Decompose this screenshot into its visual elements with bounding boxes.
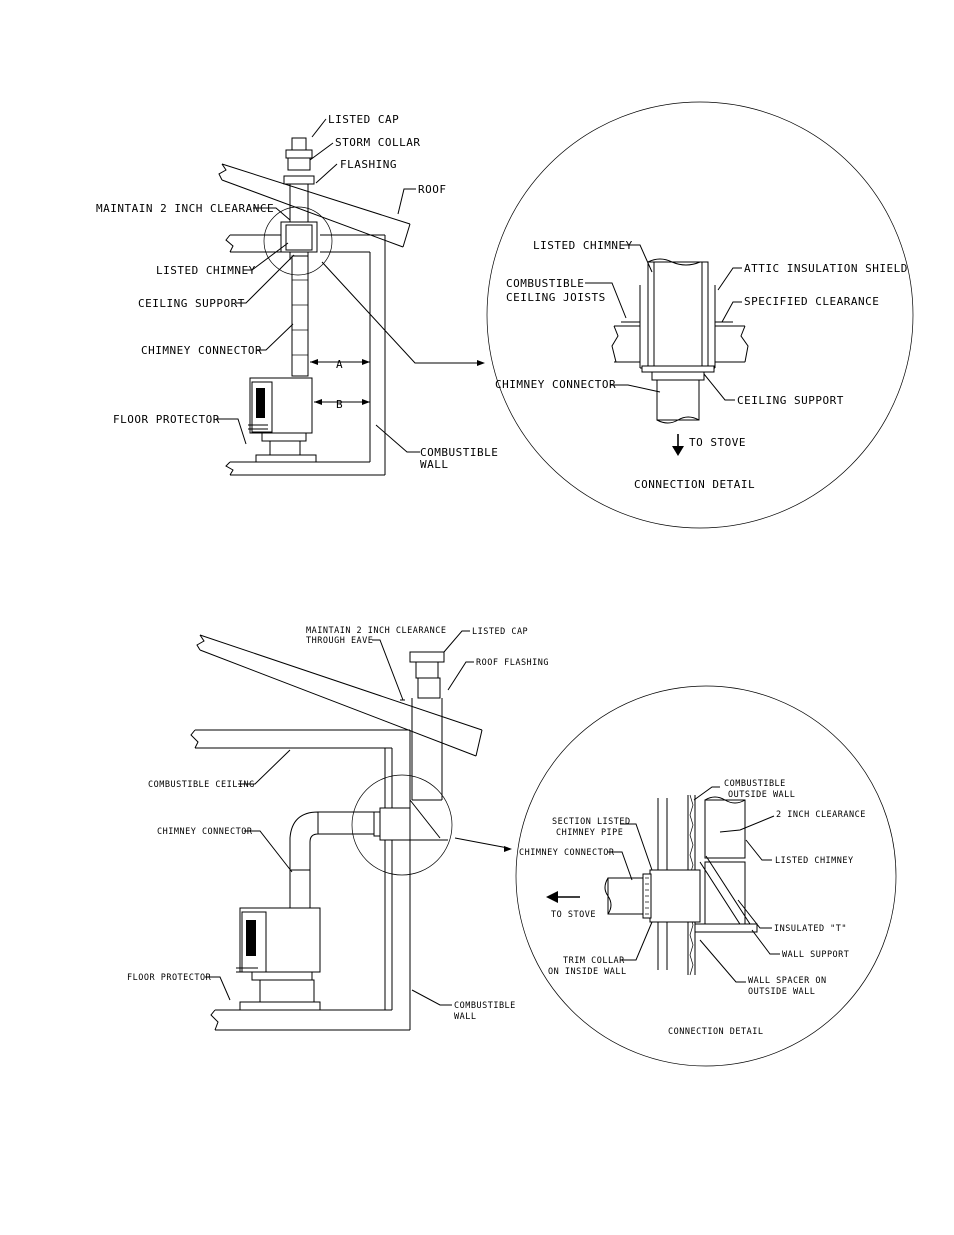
leader-lines [216, 118, 485, 453]
roof-label: ROOF [418, 183, 447, 196]
top-detail-circle [486, 101, 914, 529]
connection-detail-title-bottom: CONNECTION DETAIL [668, 1027, 764, 1037]
combustible-joists-label-1: COMBUSTIBLE [506, 277, 584, 290]
insulated-tee [373, 799, 448, 841]
roof-flashing-label: ROOF FLASHING [476, 658, 549, 668]
bottom-connection-detail: COMBUSTIBLE OUTSIDE WALL 2 INCH CLEARANC… [515, 685, 897, 1067]
bottom-detail-circle [515, 685, 897, 1067]
detail-chimney-connector-label: CHIMNEY CONNECTOR [495, 378, 616, 391]
outside-chimney [400, 651, 445, 801]
wall-spacer-label-1: WALL SPACER ON [748, 976, 827, 986]
chimney-connector-label: CHIMNEY CONNECTOR [141, 344, 262, 357]
connection-detail-title: CONNECTION DETAIL [634, 478, 755, 491]
detail-ceiling-support-label: CEILING SUPPORT [737, 394, 844, 407]
floor-protector-label: FLOOR PROTECTOR [113, 413, 220, 426]
combustible-outside-wall-label-2: OUTSIDE WALL [728, 790, 795, 800]
insulated-tee-label: INSULATED "T" [774, 924, 847, 934]
storm-collar-label: STORM COLLAR [335, 136, 420, 149]
trim-collar-label-2: ON INSIDE WALL [548, 967, 627, 977]
wall-spacer-label-2: OUTSIDE WALL [748, 987, 815, 997]
to-stove-label: TO STOVE [689, 436, 746, 449]
listed-cap-label-bottom: LISTED CAP [472, 627, 528, 637]
bottom-installation-drawing: MAINTAIN 2 INCH CLEARANCE THROUGH EAVE L… [127, 626, 549, 1031]
chimney-pipe [280, 137, 318, 377]
attic-insulation-shield-label: ATTIC INSULATION SHIELD [744, 262, 908, 275]
combustible-joists-label-2: CEILING JOISTS [506, 291, 606, 304]
combustible-wall-label-2: WALL [420, 458, 449, 471]
wall-support-label: WALL SUPPORT [782, 950, 849, 960]
chimney-connector-label-bottom: CHIMNEY CONNECTOR [157, 827, 253, 837]
maintain-clearance-label: MAINTAIN 2 INCH CLEARANCE [96, 202, 274, 215]
specified-clearance-label: SPECIFIED CLEARANCE [744, 295, 879, 308]
section-listed-pipe-label-1: SECTION LISTED [552, 817, 631, 827]
room-outline [225, 234, 386, 476]
trim-collar-label-1: TRIM COLLAR [563, 956, 625, 966]
combustible-wall-label-1: COMBUSTIBLE [420, 446, 498, 459]
ceiling-support-label: CEILING SUPPORT [138, 297, 245, 310]
stove [248, 377, 317, 463]
combustible-wall-label-bottom-2: WALL [454, 1012, 476, 1022]
combustible-wall-label-bottom-1: COMBUSTIBLE [454, 1001, 516, 1011]
dimension-lines: A B [310, 358, 370, 411]
detail-listed-chimney-label-bottom: LISTED CHIMNEY [775, 856, 854, 866]
stove-bottom [236, 907, 321, 1011]
flashing-label: FLASHING [340, 158, 397, 171]
section-listed-pipe-label-2: CHIMNEY PIPE [556, 828, 623, 838]
combustible-outside-wall-label-1: COMBUSTIBLE [724, 779, 786, 789]
combustible-ceiling-label: COMBUSTIBLE CEILING [148, 780, 255, 790]
detail-marker-circle [263, 206, 333, 276]
to-stove-label-bottom: TO STOVE [551, 910, 596, 920]
listed-chimney-label: LISTED CHIMNEY [156, 264, 256, 277]
dimension-b-label: B [336, 398, 343, 411]
roof [218, 163, 411, 248]
top-installation-drawing: A B LISTED CAP STORM COLLAR FLASHING ROO… [96, 113, 498, 476]
leader-lines-bottom [205, 630, 512, 1006]
detail-marker-circle-bottom [351, 774, 453, 876]
maintain-through-eave-label-1: MAINTAIN 2 INCH CLEARANCE [306, 626, 446, 636]
maintain-through-eave-label-2: THROUGH EAVE [306, 636, 373, 646]
detail-listed-chimney-label: LISTED CHIMNEY [533, 239, 633, 252]
connector-pipe-bottom [289, 811, 375, 909]
roof-bottom [196, 634, 483, 757]
top-connection-detail: LISTED CHIMNEY ATTIC INSULATION SHIELD C… [486, 101, 914, 529]
two-inch-clearance-label: 2 INCH CLEARANCE [776, 810, 866, 820]
dimension-a-label: A [336, 358, 343, 371]
listed-cap-label: LISTED CAP [328, 113, 399, 126]
detail-chimney-connector-label-bottom: CHIMNEY CONNECTOR [519, 848, 615, 858]
floor-protector-label-bottom: FLOOR PROTECTOR [127, 973, 212, 983]
